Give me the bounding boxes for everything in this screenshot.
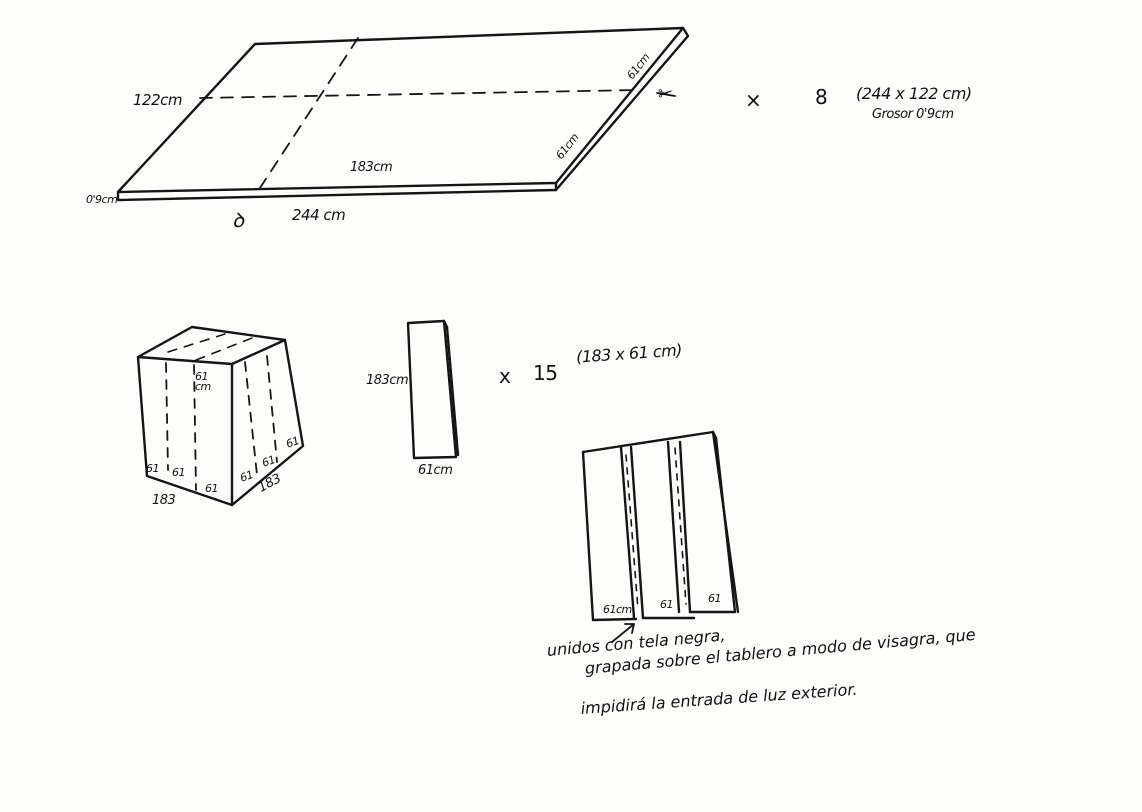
scissors-icon: ꝺ xyxy=(232,208,244,232)
sheet-thickness-label: 0'9cm xyxy=(86,193,118,206)
panel-height-label: 183cm xyxy=(366,373,409,388)
hinged-label-1: 61cm xyxy=(603,603,632,616)
scissors-icon: ✂ xyxy=(658,84,673,105)
sheet-length-label: 244 cm xyxy=(292,206,346,224)
box-front-label-2: 61 xyxy=(172,466,186,479)
sheet-outline xyxy=(116,26,685,194)
box-front-total: 183 xyxy=(152,493,176,508)
box-front-label-3: 61 xyxy=(205,482,219,495)
sheet-size-label: (244 x 122 cm) xyxy=(856,84,972,103)
sheet-count: 8 xyxy=(815,85,828,109)
sheet-width-label: 122cm xyxy=(133,91,183,109)
box-front-label-1: 61 xyxy=(146,462,160,475)
panel-count: 15 xyxy=(533,361,558,385)
panel-width-label: 61cm xyxy=(418,463,453,478)
sheet-times-symbol: × xyxy=(745,88,762,112)
panel-times-symbol: x xyxy=(499,364,511,388)
sheet-thickness-note: Grosor 0'9cm xyxy=(872,107,954,122)
hinged-label-2: 61 xyxy=(660,598,674,611)
box-top-label: 61 cm xyxy=(195,370,211,393)
hinged-label-3: 61 xyxy=(708,592,722,605)
sheet-inner-length-label: 183cm xyxy=(350,160,393,175)
